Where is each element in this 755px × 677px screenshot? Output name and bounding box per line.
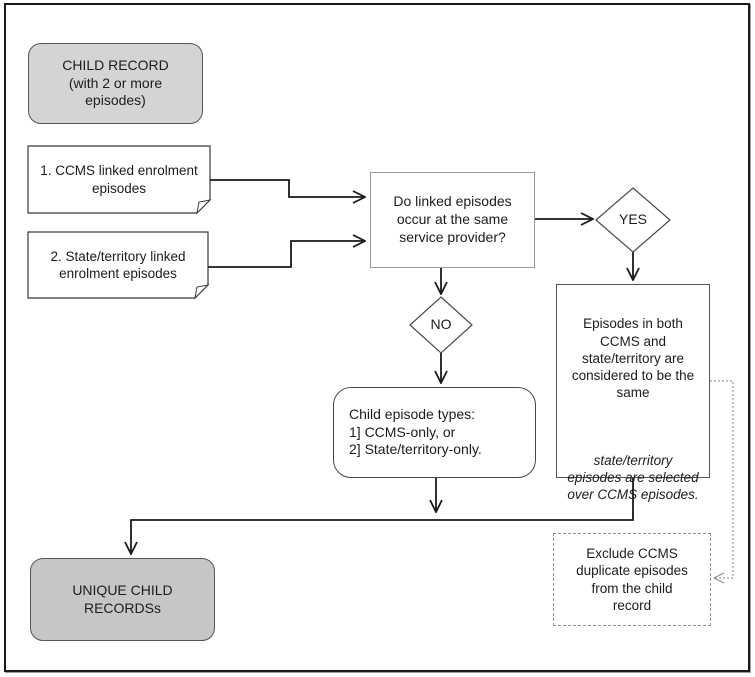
node-episodes-considered-same: Episodes in both CCMS and state/territor… <box>556 284 710 502</box>
episodes-same-text: Episodes in both CCMS and state/territor… <box>571 316 695 401</box>
node-question-same-provider: Do linked episodes occur at the same ser… <box>370 172 535 268</box>
connector-dotted-to-exclude <box>710 380 734 578</box>
node-child-record: CHILD RECORD (with 2 or more episodes) <box>28 43 203 124</box>
decision-label-yes: YES <box>618 211 647 228</box>
node-ccms-linked-episodes: 1. CCMS linked enrolment episodes <box>40 163 198 196</box>
node-exclude-duplicates: Exclude CCMS duplicate episodes from the… <box>553 533 711 626</box>
document-shape-ccms <box>27 145 212 215</box>
episodes-same-note: state/territory episodes are selected ov… <box>567 452 699 503</box>
decision-diamond-no <box>409 296 473 354</box>
document-shape-state <box>27 231 210 300</box>
decision-diamond-yes <box>595 187 671 253</box>
diagram-border <box>4 3 750 672</box>
decision-label-no: NO <box>430 316 452 333</box>
connector-ccms-to-question <box>210 179 364 197</box>
node-unique-child-records: UNIQUE CHILD RECORDSs <box>30 558 215 641</box>
connector-state-to-question <box>208 241 364 268</box>
node-state-linked-episodes: 2. State/territory linked enrolment epis… <box>50 248 186 281</box>
node-child-episode-types: Child episode types: 1] CCMS-only, or 2]… <box>333 387 536 478</box>
connector-episodes-same-to-unique <box>131 478 634 553</box>
